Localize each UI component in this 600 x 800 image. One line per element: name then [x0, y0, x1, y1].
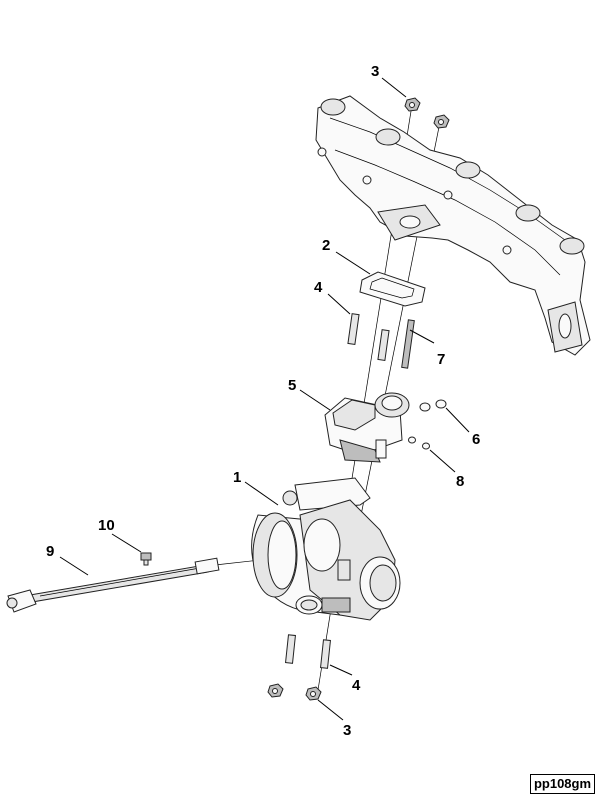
- exhaust-manifold: [315, 95, 591, 356]
- callout-6: 6: [472, 431, 480, 448]
- stud-lower-left: [285, 634, 296, 664]
- callout-9: 9: [46, 543, 54, 560]
- callout-3-bottom: 3: [343, 722, 351, 739]
- callout-4-top: 4: [314, 279, 323, 296]
- figure-id-label: pp108gm: [530, 774, 595, 794]
- stud-lower-right: [320, 639, 331, 669]
- actuator: [324, 392, 410, 463]
- callout-labels: 3 2 4 7 5 6 8 1 10 9 4 3: [46, 63, 480, 739]
- sensor-cable: [6, 557, 220, 613]
- leader-lines: [59, 77, 470, 721]
- callout-5: 5: [288, 377, 296, 394]
- callout-10: 10: [98, 517, 115, 534]
- callout-3-top: 3: [371, 63, 379, 80]
- callout-8: 8: [456, 473, 464, 490]
- callout-4-bottom: 4: [352, 677, 361, 694]
- nut-top-right: [433, 114, 450, 129]
- turbocharger: [251, 477, 401, 621]
- long-stud: [401, 319, 415, 369]
- o-ring-lower-right: [422, 442, 430, 450]
- callout-1: 1: [233, 469, 241, 486]
- o-ring-upper-left: [419, 402, 431, 412]
- o-ring-upper-right: [435, 399, 447, 409]
- bolt: [140, 552, 152, 566]
- gasket: [359, 271, 426, 307]
- o-ring-lower-left: [408, 436, 416, 444]
- callout-7: 7: [437, 351, 445, 368]
- nut-bottom-right: [305, 686, 322, 701]
- callout-2: 2: [322, 237, 330, 254]
- nut-bottom-left: [267, 683, 284, 698]
- stud-upper-left: [347, 313, 360, 345]
- nut-top-left: [404, 97, 421, 112]
- stud-upper-right: [377, 329, 390, 361]
